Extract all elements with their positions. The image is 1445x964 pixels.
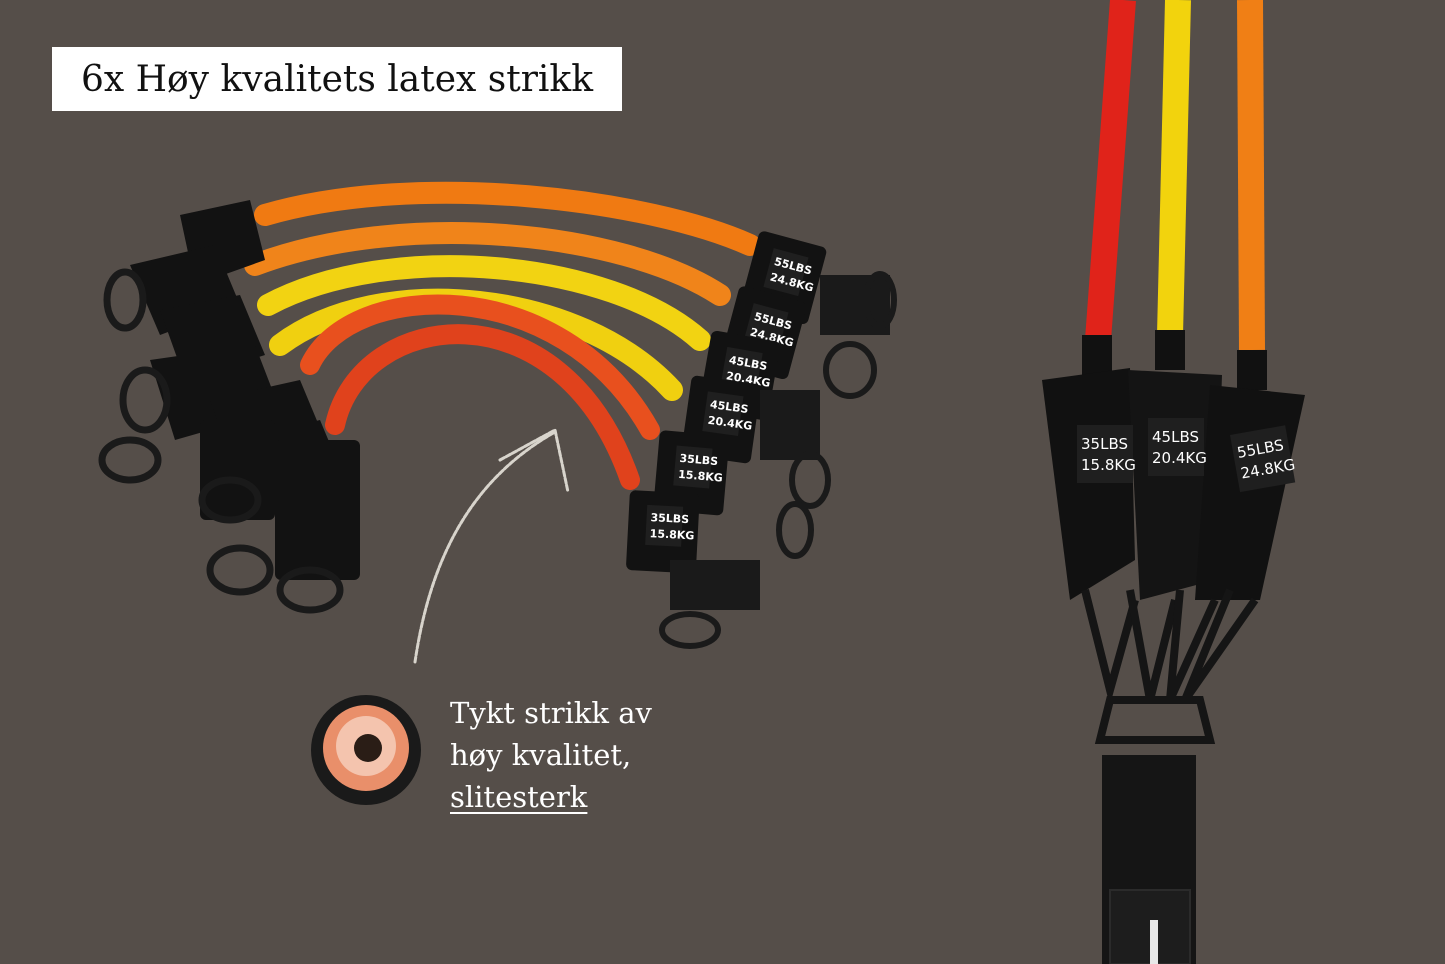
tag-lbs: 45LBS [1152,428,1199,446]
tube-cross-section [311,695,421,805]
band-yellow-vertical [1157,0,1191,336]
band-red-vertical [1085,0,1136,341]
page-title: 6x Høy kvalitets latex strikk [80,58,594,100]
tag-kg: 15.8KG [1081,456,1136,474]
tag-kg: 20.4KG [707,414,753,433]
tag-lbs: 35LBS [1081,435,1128,453]
caption-line-2: høy kvalitet, [450,738,632,772]
caption-line-1: Tykt strikk av [450,696,652,730]
tag-lbs: 45LBS [709,398,749,416]
band-set-vertical: 35LBS 15.8KG 45LBS 20.4KG 55LBS 24.8KG [1042,0,1305,964]
arrow-decoration [413,427,570,664]
left-handles [130,200,360,580]
tag-lbs: 35LBS [650,511,689,526]
right-carabiners [659,271,897,649]
cross-section-caption: Tykt strikk av høy kvalitet, slitesterk [450,692,652,818]
band-orange-vertical [1237,0,1265,351]
band-red-1 [300,294,660,440]
left-carabiners [98,268,344,614]
band-yellow-1 [257,255,711,351]
band-set-arched [244,181,761,490]
tag-kg: 15.8KG [678,468,724,485]
band-orange-1 [254,181,761,256]
tag-kg: 20.4KG [1152,449,1207,467]
band-red-2 [325,324,640,490]
tag-kg: 15.8KG [649,527,694,542]
right-handles: 55LBS 24.8KG 55LBS 24.8KG 45LBS 20.4KG 4… [626,231,890,610]
band-orange-2 [244,222,731,306]
caption-line-3: slitesterk [450,780,588,814]
title-label: 6x Høy kvalitets latex strikk [52,47,622,111]
tag-lbs: 35LBS [679,452,719,468]
